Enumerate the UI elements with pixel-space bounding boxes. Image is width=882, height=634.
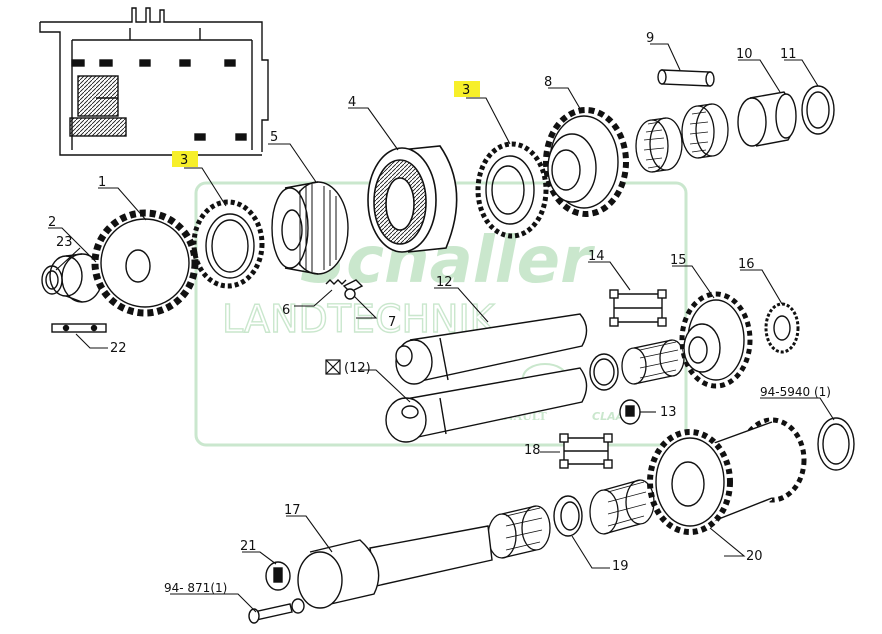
countershaft-part-17[interactable] — [297, 525, 493, 609]
label-part-1: 1 — [98, 175, 106, 190]
gear-part-1[interactable] — [91, 209, 199, 317]
circlip-part-13[interactable] — [619, 399, 641, 425]
pin-part-9[interactable] — [657, 69, 715, 87]
shaft-part-12-alt[interactable] — [385, 367, 588, 443]
highlight-label-3-right — [454, 81, 480, 97]
thrust-washer-part-16[interactable] — [764, 302, 800, 354]
label-part-3-left: 3 — [180, 153, 188, 168]
label-part-21: 21 — [240, 539, 257, 554]
plug-part-21[interactable] — [265, 561, 291, 591]
needle-bearing-lower-left[interactable] — [487, 505, 551, 559]
washer-part-19[interactable] — [553, 495, 583, 537]
label-part-14: 14 — [588, 249, 605, 264]
label-part-20: 20 — [746, 549, 763, 564]
label-part-10: 10 — [736, 47, 753, 62]
label-part-23: 23 — [56, 235, 73, 250]
label-part-9: 9 — [646, 31, 654, 46]
label-part-2: 2 — [48, 215, 56, 230]
sleeve-part-4[interactable] — [367, 145, 458, 253]
label-part-11: 11 — [780, 47, 797, 62]
label-ref-94-871: 94- 871(1) — [164, 581, 227, 595]
synchro-ring-part-3-left[interactable] — [191, 199, 265, 289]
gear-part-8[interactable] — [543, 107, 629, 217]
label-ref-94-5940: 94-5940 (1) — [760, 385, 831, 399]
detent-pin-part-7[interactable] — [342, 279, 364, 300]
washer-ref-94-5940[interactable] — [817, 417, 855, 471]
label-part-4: 4 — [348, 95, 356, 110]
bolt-ref-94-871[interactable] — [248, 598, 305, 624]
label-part-7: 7 — [388, 315, 396, 330]
label-part-8: 8 — [544, 75, 552, 90]
label-part-13: 13 — [660, 405, 677, 420]
machine-floor-plan-inset — [39, 7, 269, 156]
bushing-part-10[interactable] — [737, 91, 797, 147]
synchro-ring-part-3-right[interactable] — [475, 141, 549, 239]
key-part-22[interactable] — [51, 323, 107, 333]
label-part-3-right: 3 — [462, 83, 470, 98]
needle-bearing-middle[interactable] — [621, 339, 685, 385]
label-part-5: 5 — [270, 130, 278, 145]
label-part-18: 18 — [524, 443, 541, 458]
label-part-16: 16 — [738, 257, 755, 272]
highlight-label-3-left — [172, 151, 198, 167]
washer-near-part-13[interactable] — [589, 353, 619, 391]
double-gear-part-20[interactable] — [647, 417, 807, 535]
sleeve-hub-part-5[interactable] — [271, 181, 349, 275]
needle-bearing-lower-right[interactable] — [589, 479, 655, 535]
label-part-22: 22 — [110, 341, 127, 356]
alternate-part-box-icon — [325, 359, 341, 375]
label-part-19: 19 — [612, 559, 629, 574]
label-part-17: 17 — [284, 503, 301, 518]
label-part-15: 15 — [670, 253, 687, 268]
circlip-part-23[interactable] — [41, 265, 63, 295]
label-part-6: 6 — [282, 303, 290, 318]
leader-lines — [48, 43, 835, 613]
shaft-part-12[interactable] — [395, 313, 588, 385]
washer-part-11[interactable] — [801, 85, 835, 135]
needle-bearing-left[interactable] — [635, 117, 683, 173]
gear-part-15[interactable] — [679, 291, 753, 389]
clip-part-18[interactable] — [559, 433, 613, 469]
spring-part-6[interactable] — [325, 279, 347, 285]
clip-part-14[interactable] — [609, 289, 667, 327]
label-part-12: 12 — [436, 275, 453, 290]
label-part-12-alt: (12) — [344, 361, 371, 376]
needle-bearing-right[interactable] — [681, 103, 729, 159]
